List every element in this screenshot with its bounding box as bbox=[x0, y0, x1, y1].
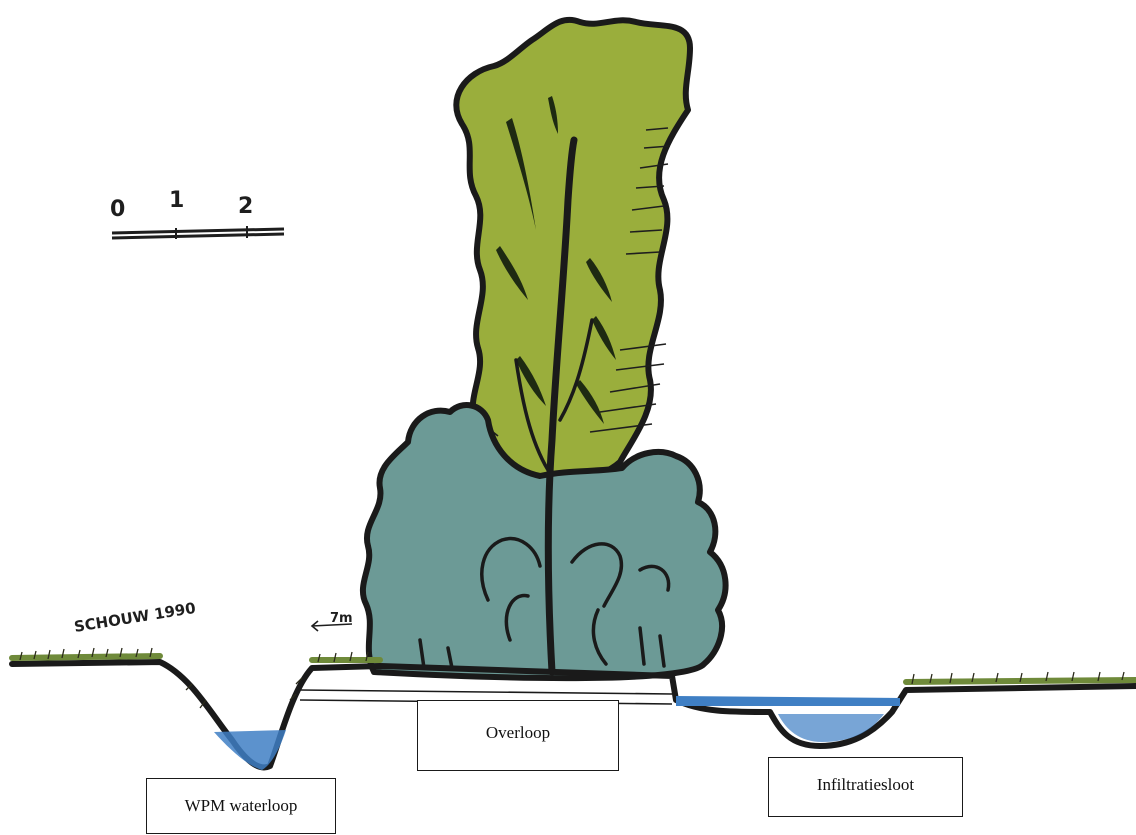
overflow-label-text: Overloop bbox=[486, 723, 550, 743]
water-infiltration-ditch bbox=[676, 696, 900, 706]
water-left-ditch bbox=[214, 730, 286, 770]
infiltration-label-text: Infiltratiesloot bbox=[817, 775, 914, 795]
scale-tick-1: 1 bbox=[169, 188, 184, 213]
location-annotation: SCHOUW 1990 bbox=[73, 599, 197, 636]
watercourse-label-text: WPM waterloop bbox=[185, 796, 298, 816]
scale-tick-0: 0 bbox=[110, 197, 125, 222]
scale-bar: 0 1 2 bbox=[110, 188, 284, 239]
watercourse-label: WPM waterloop bbox=[146, 778, 336, 834]
infiltration-label: Infiltratiesloot bbox=[768, 757, 963, 817]
scale-tick-2: 2 bbox=[238, 194, 253, 219]
overflow-label: Overloop bbox=[417, 700, 619, 771]
